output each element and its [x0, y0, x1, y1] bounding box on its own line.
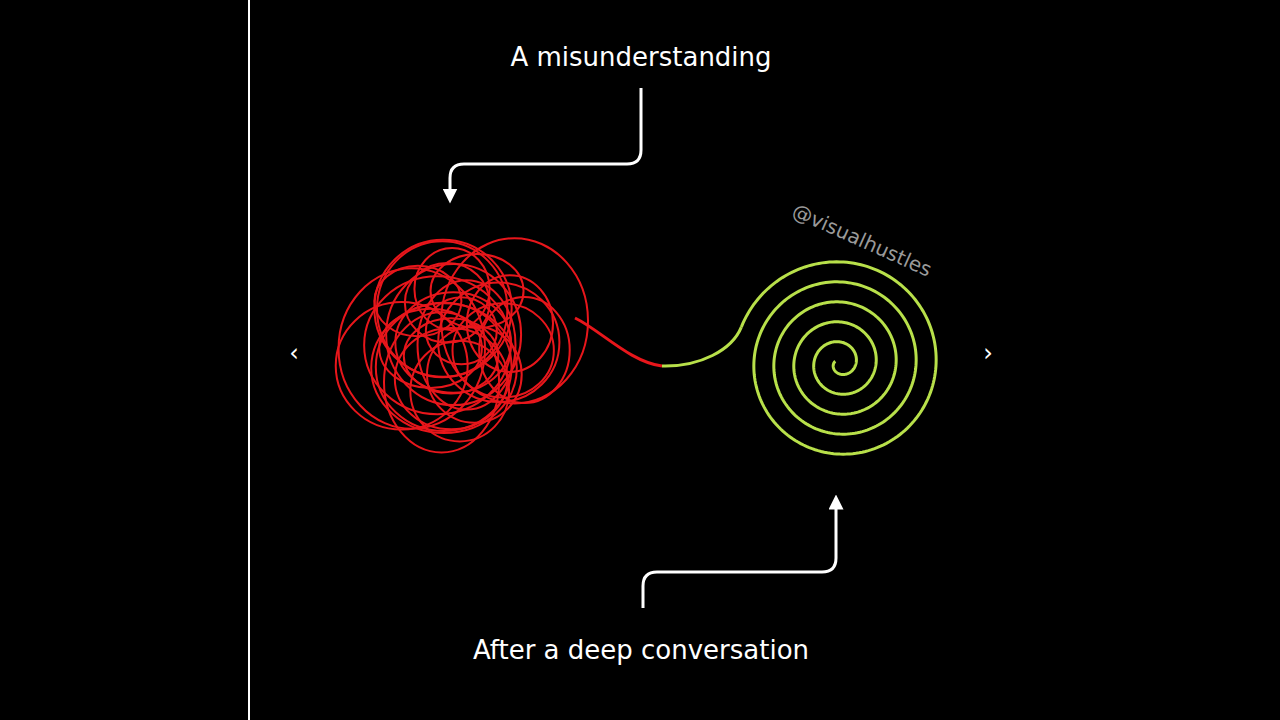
- spiral-line: [662, 262, 936, 454]
- tangle-loop: [438, 283, 559, 403]
- red-thread: [575, 318, 662, 366]
- nav-arrow: ‹: [289, 340, 299, 366]
- callout-label: A misunderstanding: [510, 43, 771, 72]
- watermark: @visualhustles: [789, 199, 935, 280]
- tangle-loop: [418, 280, 516, 409]
- spiral: [741, 262, 936, 454]
- leader-arrow: [450, 88, 641, 196]
- tangle-loop: [374, 240, 511, 377]
- tangled-line: [336, 238, 662, 452]
- tangle-loop: [374, 266, 461, 336]
- frame-edge: [248, 0, 250, 720]
- leader-arrow: [643, 502, 836, 608]
- tangle-loop: [441, 238, 588, 403]
- green-thread: [662, 327, 741, 366]
- nav-arrow: ›: [983, 340, 993, 366]
- callout-label: After a deep conversation: [473, 636, 809, 665]
